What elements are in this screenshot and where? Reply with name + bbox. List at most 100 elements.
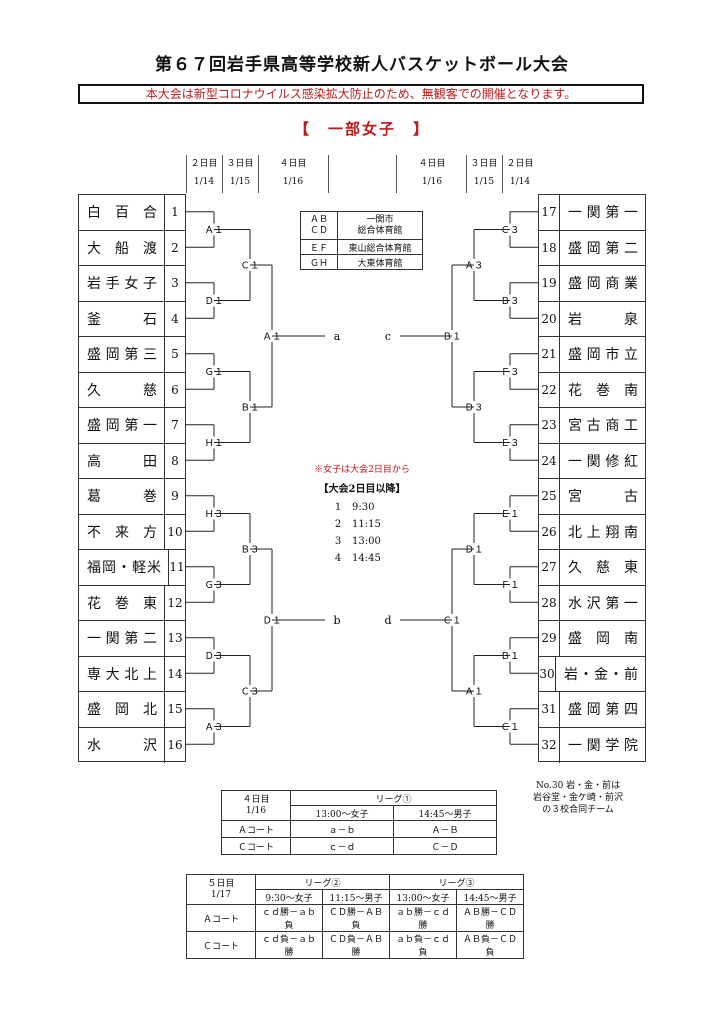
team-name: 不来方 — [87, 524, 158, 541]
spectator-notice: 本大会は新型コロナウイルス感染拡大防止のため、無観客での開催となります。 — [78, 84, 644, 104]
header-divider — [222, 155, 223, 193]
semifinal-label: c — [385, 330, 391, 343]
team-number: 32 — [539, 727, 560, 763]
joint-team-note: No.30 岩・金・前は 岩谷堂・金ケ崎・前沢 の３校合同チーム — [508, 780, 648, 816]
schedule-heading: 【大会2日目以降】 — [318, 484, 406, 495]
team-number: 18 — [539, 230, 560, 265]
team-row: 岩手女子 3 — [79, 266, 185, 302]
team-name: 岩・金・前 — [564, 666, 639, 683]
slot-number: 4 — [334, 553, 342, 564]
time-header: 14:45～男子 — [393, 805, 497, 821]
team-number: 29 — [539, 621, 560, 656]
team-row: 久慈 6 — [79, 372, 185, 408]
game-label: Ｂ３ — [240, 545, 259, 556]
team-name: 宮古 — [568, 489, 639, 506]
semifinal-label: d — [384, 614, 391, 627]
team-name: 白百合 — [87, 205, 158, 222]
slot-number: 3 — [334, 536, 342, 547]
team-row: 26 北上翔南 — [539, 514, 645, 550]
team-number: 3 — [164, 266, 185, 301]
slot-time: 11:15 — [352, 519, 381, 530]
semifinal-label: a — [334, 330, 341, 343]
match-cell: ＡＢ勝－ＣＤ勝 — [456, 904, 524, 932]
page-title: 第６７回岩手県高等学校新人バスケットボール大会 — [155, 55, 569, 75]
team-number: 17 — [539, 195, 560, 230]
game-label: Ａ１ — [262, 332, 281, 343]
match-cell: ａｂ勝－ｃｄ勝 — [389, 904, 457, 932]
game-label: Ｈ３ — [204, 509, 223, 520]
team-name: 北上翔南 — [568, 524, 639, 541]
match-cell: ｃｄ勝－ａｂ負 — [255, 904, 323, 932]
league-header: リーグ③ — [389, 874, 524, 890]
slot-number: 2 — [334, 519, 342, 530]
team-name: 岩手女子 — [87, 276, 158, 293]
team-number: 25 — [539, 479, 560, 514]
game-label: Ａ１ — [464, 687, 483, 698]
game-label: Ｅ３ — [500, 438, 519, 449]
time-header: 13:00～女子 — [290, 805, 394, 821]
time-header: 13:00～女子 — [389, 889, 457, 905]
team-name: 水沢 — [87, 738, 158, 755]
game-label: Ｇ３ — [204, 580, 223, 591]
venue-name: 一関市 総合体育館 — [337, 211, 423, 240]
league-header: リーグ② — [255, 874, 390, 890]
team-number: 6 — [164, 372, 185, 407]
match-cell: ｃ－ｄ — [290, 837, 394, 855]
team-number: 10 — [164, 514, 185, 549]
team-name: 花巻南 — [568, 382, 639, 399]
team-name: 盛岡商業 — [568, 276, 639, 293]
match-cell: Ａ－Ｂ — [393, 820, 497, 838]
team-number: 2 — [164, 230, 185, 265]
team-name: 専大北上 — [87, 666, 158, 683]
time-header: 9:30～女子 — [255, 889, 323, 905]
team-name: 盛岡第四 — [568, 702, 639, 719]
game-label: Ｄ３ — [464, 403, 483, 414]
venue-code: ＡＢ ＣＤ — [300, 211, 338, 240]
time-header: 11:15～男子 — [322, 889, 390, 905]
team-name: 高田 — [87, 453, 158, 470]
team-number: 23 — [539, 408, 560, 443]
team-name: 久慈 — [87, 382, 158, 399]
venue-name: 東山総合体育館 — [337, 239, 423, 255]
header-divider — [466, 155, 467, 193]
team-number: 26 — [539, 514, 560, 549]
match-cell: ｃｄ負－ａｂ勝 — [255, 931, 323, 959]
team-number: 1 — [164, 195, 185, 230]
match-cell: ＣＤ勝－ＡＢ負 — [322, 904, 390, 932]
court-label: Ａコート — [221, 820, 291, 838]
game-label: Ｃ３ — [500, 225, 519, 236]
game-label: Ｂ１ — [442, 332, 461, 343]
team-name: 福岡・軽米 — [87, 560, 162, 577]
team-number: 14 — [164, 656, 185, 691]
game-label: Ｄ１ — [262, 616, 281, 627]
venue-name: 大東体育館 — [337, 254, 423, 270]
game-label: Ｆ３ — [500, 367, 519, 378]
game-label: Ｃ１ — [442, 616, 461, 627]
league-header: リーグ① — [290, 790, 497, 806]
header-divider — [258, 155, 259, 193]
